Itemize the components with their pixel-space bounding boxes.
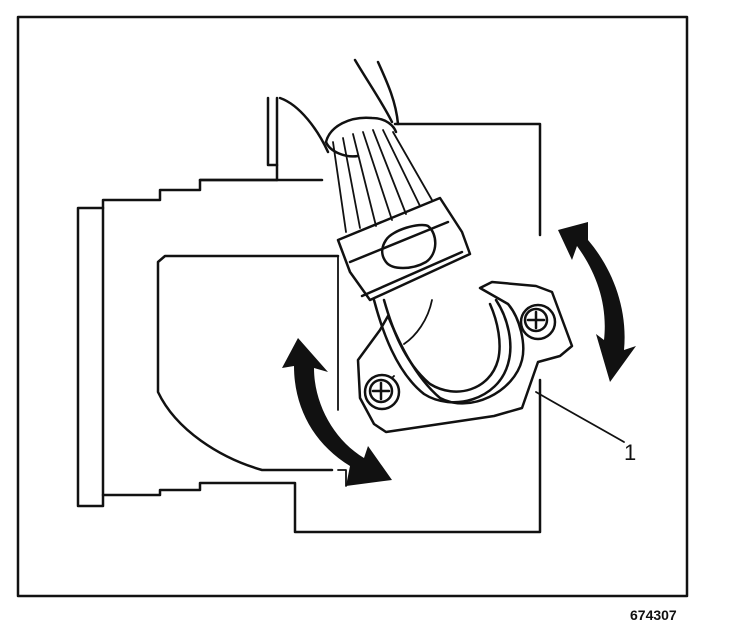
screw-head-icon xyxy=(363,373,401,411)
callout-label: 1 xyxy=(624,440,636,465)
callout-leader xyxy=(535,391,625,443)
figure-number: 674307 xyxy=(630,607,677,623)
rotation-arrow-icon xyxy=(558,222,636,382)
screw-head-icon xyxy=(519,303,557,341)
wire-harness xyxy=(324,58,433,233)
figure-frame xyxy=(16,15,689,598)
rotation-arrow-icon xyxy=(282,338,392,486)
sensor-bracket xyxy=(356,280,574,434)
throttle-body xyxy=(76,96,542,534)
sensor-connector xyxy=(336,196,472,302)
